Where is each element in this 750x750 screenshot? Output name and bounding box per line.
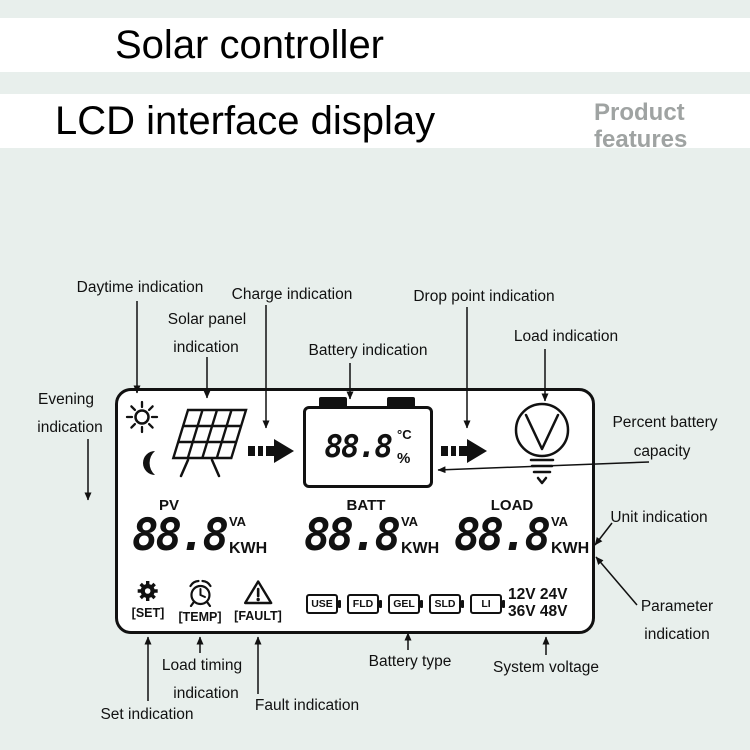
load-label: LOAD [490,497,534,514]
batt-value: 88.8 [304,510,401,561]
product-features-line1: Product [594,99,685,126]
product-features-line2: features [594,125,688,153]
label-unit-indication: Unit indication [610,509,708,526]
load-value: 88.8 [454,510,551,561]
label-percent-battery-line2: capacity [633,443,691,460]
label-system-voltage: System voltage [493,659,599,676]
battery-unit-percent: % [397,450,411,467]
label-percent-battery-line1: Percent battery [612,414,718,431]
load-unit-va: VA [550,514,569,529]
label-solar-panel-line1: Solar panel [167,311,247,328]
battery-type-row: USE FLD GEL SLD LI [306,594,505,614]
page-title-line1: Solar controller [115,22,385,67]
set-mode-label: [SET] [131,606,165,620]
label-fault-indication: Fault indication [254,697,360,714]
temp-mode-label: [TEMP] [178,610,222,624]
label-set-indication: Set indication [100,706,194,723]
batt-unit-kwh: KWH [400,540,440,557]
pv-units: VA KWH [229,514,267,558]
label-drop-point-indication: Drop point indication [413,288,555,305]
pv-readout: 88.8 VA KWH [132,514,267,558]
fault-mode: [FAULT] [234,579,282,623]
battery-unit-celsius: °C [397,427,412,442]
battery-terminal-right [387,397,415,408]
title-band-2: LCD interface display [0,94,750,148]
battery-value: 88.8 [324,428,393,465]
label-load-timing-line2: indication [173,685,239,702]
light-bulb-icon [507,400,577,492]
batt-readout: 88.8 VA KWH [304,514,439,558]
label-evening-line1: Evening [37,391,95,408]
page-title-line2: LCD interface display [55,98,436,143]
batt-unit-va: VA [400,514,419,529]
battery-display: 88.8 °C % [303,406,433,488]
batt-label: BATT [346,497,386,514]
sun-icon [124,399,160,435]
warning-triangle-icon [243,579,273,606]
pv-value: 88.8 [132,510,229,561]
pv-unit-va: VA [228,514,247,529]
battery-type-sld: SLD [429,594,464,614]
load-readout: 88.8 VA KWH [454,514,589,558]
label-evening-line2: indication [37,419,103,436]
alarm-clock-icon [187,579,213,607]
discharge-arrow-icon [441,436,488,466]
label-charge-indication: Charge indication [231,286,353,303]
moon-icon [134,448,164,478]
battery-terminal-left [319,397,347,408]
battery-type-fld: FLD [347,594,382,614]
label-load-indication: Load indication [513,328,619,345]
load-units: VA KWH [551,514,589,558]
battery-type-gel: GEL [388,594,423,614]
label-battery-type: Battery type [368,653,452,670]
label-daytime-indication: Daytime indication [76,279,204,296]
pv-unit-kwh: KWH [228,540,268,557]
voltage-line2: 36V 48V [508,603,568,621]
label-parameter-line1: Parameter [640,598,714,615]
charge-arrow-icon [248,436,295,466]
set-mode: [SET] [131,579,165,620]
label-load-timing-line1: Load timing [161,657,243,674]
gear-icon [136,579,160,603]
battery-units: °C % [397,427,412,467]
battery-type-use: USE [306,594,341,614]
battery-icon: 88.8 °C % [303,397,433,489]
voltage-line1: 12V 24V [508,586,568,603]
label-battery-indication: Battery indication [308,342,428,359]
lcd-panel: 88.8 °C % PV BATT L [115,388,595,634]
temp-mode: [TEMP] [178,579,222,624]
pv-label: PV [158,497,180,514]
title-band-1: Solar controller [0,18,750,72]
label-parameter-line2: indication [644,626,710,643]
product-features-caption: Product features [594,99,688,154]
solar-panel-icon [162,405,256,489]
battery-type-li: LI [470,594,505,614]
load-unit-kwh: KWH [550,540,590,557]
system-voltage-block: 12V 24V 36V 48V [508,586,567,621]
batt-units: VA KWH [401,514,439,558]
label-solar-panel-line2: indication [173,339,239,356]
fault-mode-label: [FAULT] [234,609,282,623]
arrow-parameter [595,556,638,606]
